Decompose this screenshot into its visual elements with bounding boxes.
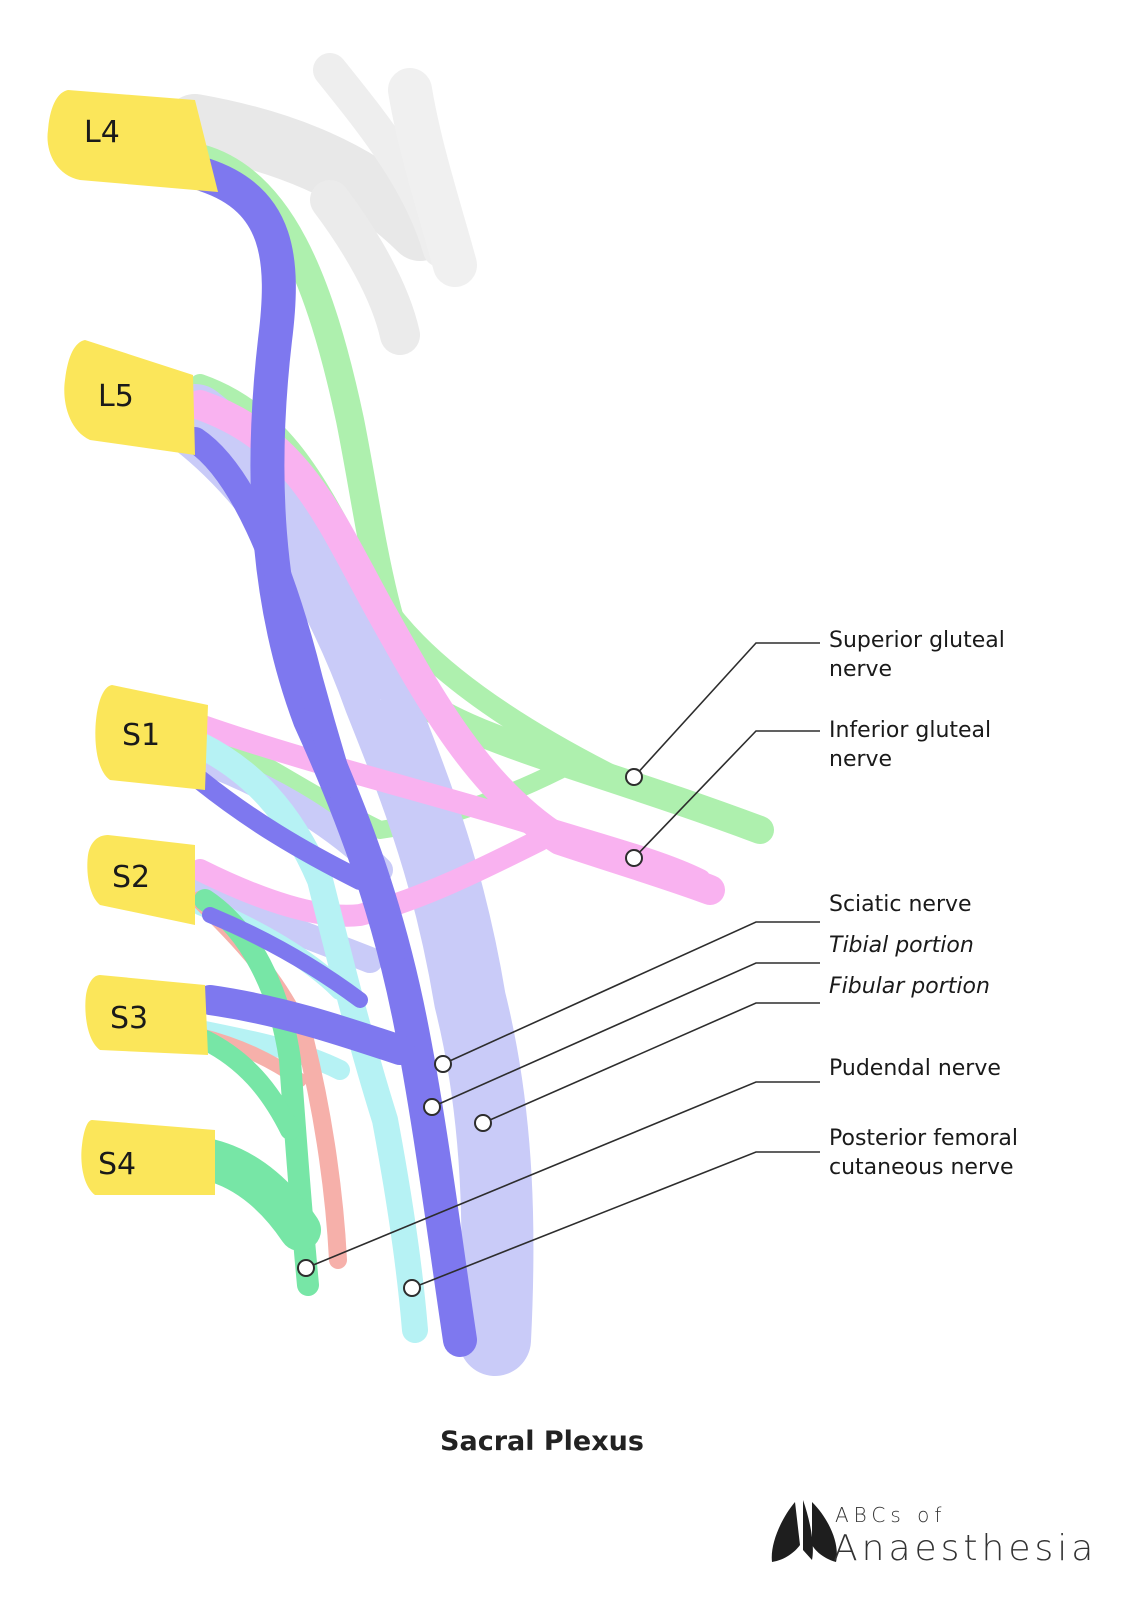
root-s1 (95, 685, 208, 790)
root-labels: L4 L5 S1 S2 S3 S4 (84, 115, 160, 1182)
brand-line1: ABCs of (835, 1503, 946, 1527)
leader-pudendal (305, 1081, 820, 1269)
root-label-s2: S2 (112, 860, 150, 895)
root-s3 (85, 975, 208, 1055)
brand-line2: Anaesthesia (833, 1528, 1097, 1569)
label-posterior-femoral-line2: cutaneous nerve (829, 1155, 1014, 1180)
label-fibular: Fibular portion (829, 974, 990, 999)
lungs-logo-icon (771, 1500, 837, 1562)
leader-fibular (482, 1002, 820, 1124)
root-s4 (81, 1120, 215, 1195)
lumbosacral-trunk (164, 53, 477, 355)
leader-sciatic (442, 921, 820, 1065)
brand-logo: ABCs of Anaesthesia (771, 1500, 1097, 1569)
label-posterior-femoral-line1: Posterior femoral (829, 1126, 1018, 1151)
nerve-roots (47, 90, 219, 1195)
root-label-s1: S1 (122, 718, 160, 753)
leader-superior-gluteal (633, 642, 820, 778)
leader-tibial (431, 962, 820, 1108)
pins (297, 768, 643, 1297)
label-inferior-gluteal-line1: Inferior gluteal (829, 718, 991, 743)
pin-sciatic (434, 1055, 452, 1073)
root-label-l5: L5 (98, 379, 134, 414)
inferior-gluteal-nerve-branches (185, 390, 725, 927)
diagram-title: Sacral Plexus (440, 1426, 644, 1457)
root-label-s4: S4 (98, 1147, 136, 1182)
pin-posterior-femoral (403, 1279, 421, 1297)
pin-tibial (423, 1098, 441, 1116)
label-tibial: Tibial portion (829, 933, 974, 958)
root-l4 (47, 90, 219, 192)
leader-inferior-gluteal (633, 730, 820, 859)
pin-pudendal (297, 1259, 315, 1277)
label-pudendal: Pudendal nerve (829, 1056, 1001, 1081)
leader-lines (305, 642, 820, 1289)
label-sciatic: Sciatic nerve (829, 892, 972, 917)
pin-fibular (474, 1114, 492, 1132)
pin-superior-gluteal (625, 768, 643, 786)
tibial-portion (182, 158, 477, 1357)
callout-labels: Superior gluteal nerve Inferior gluteal … (829, 628, 1018, 1180)
root-label-s3: S3 (110, 1001, 148, 1036)
root-label-l4: L4 (84, 115, 120, 150)
label-superior-gluteal-line2: nerve (829, 657, 892, 682)
leader-posterior-femoral (411, 1151, 820, 1289)
pin-inferior-gluteal (625, 849, 643, 867)
label-inferior-gluteal-line2: nerve (829, 747, 892, 772)
root-l5 (64, 340, 195, 455)
label-superior-gluteal-line1: Superior gluteal (829, 628, 1005, 653)
root-s2 (87, 835, 195, 925)
